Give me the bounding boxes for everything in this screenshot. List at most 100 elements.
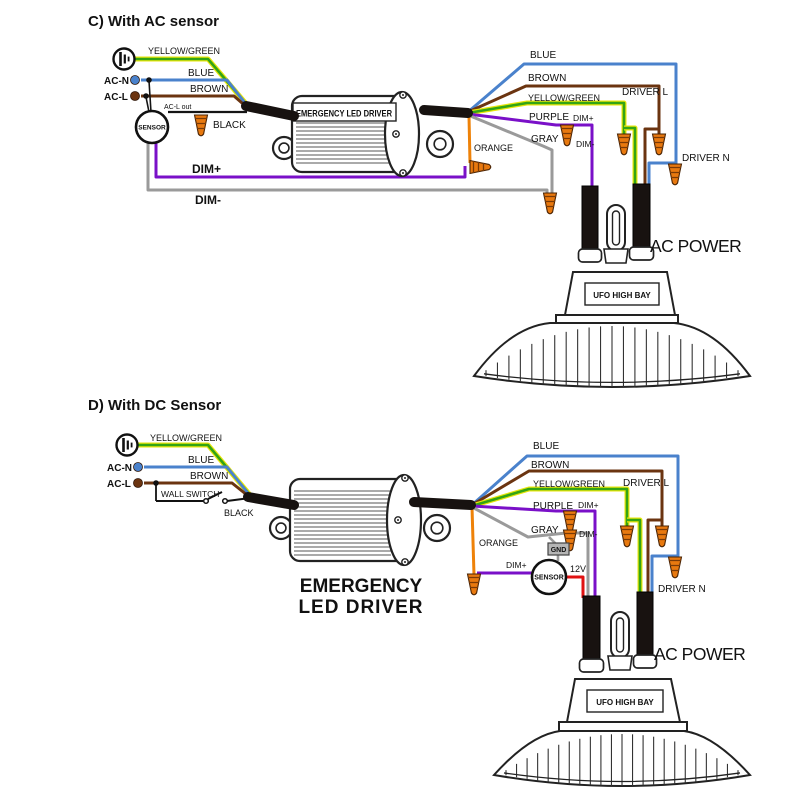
label-ac-n: AC-N (107, 463, 132, 474)
label-orange: ORANGE (474, 143, 513, 153)
wire-green-jumper (624, 125, 638, 188)
driver-cable (409, 497, 476, 510)
cable-gland (632, 654, 658, 669)
label-ac-l: AC-L (104, 92, 128, 103)
junction-dot (146, 77, 152, 83)
cable-gland (577, 248, 603, 263)
label-ac-power: AC POWER (654, 644, 745, 664)
wall-switch (155, 483, 251, 505)
diagram-with-ac-sensor: EMERGENCY LED DRIVER UFO HIGH BAY SENSOR C)… (88, 13, 752, 388)
label-yellow-green: YELLOW/GREEN (528, 93, 600, 103)
cable-gland (628, 246, 655, 261)
wire-sensor-tap-neutral (148, 80, 152, 113)
wire-nut (619, 525, 635, 548)
label-black: BLACK (224, 508, 254, 518)
label-dim-plus: DIM+ (192, 162, 221, 176)
label-blue: BLUE (188, 455, 214, 466)
label-gray: GRAY (531, 525, 559, 536)
emergency-led-driver: EMERGENCY LED DRIVER (271, 90, 455, 178)
wire-driver-gray-dim-minus (471, 505, 567, 539)
label-ac-l: AC-L (107, 479, 131, 490)
wire-input-brown (141, 94, 251, 112)
driver-end-cap (385, 473, 423, 567)
ufo-high-bay-fixture: UFO HIGH BAY (492, 591, 752, 787)
label-driver-l: DRIVER L (623, 478, 670, 489)
label-led-driver: LED DRIVER (298, 597, 423, 618)
label-driver-l: DRIVER L (622, 87, 669, 98)
driver-cable (241, 101, 299, 121)
wire-nut (466, 573, 482, 596)
terminal-dot-ac-l (130, 91, 140, 101)
wire-driver-brown (471, 469, 664, 527)
section-title-with-ac-sensor: C) With AC sensor (88, 13, 219, 30)
label-ac-power: AC POWER (650, 236, 741, 256)
label-orange: ORANGE (479, 538, 518, 548)
power-cable (632, 183, 651, 251)
wire-sensor-dim-plus (154, 143, 467, 179)
driver-cable (243, 492, 299, 510)
sensor: SENSOR (530, 558, 568, 596)
wire-nut (667, 163, 683, 186)
wire-sensor-12v (566, 575, 585, 598)
label-blue: BLUE (533, 441, 559, 452)
terminal-dot-ac-l (133, 478, 143, 488)
label-purple: PURPLE (529, 112, 569, 123)
label-purple: PURPLE (533, 501, 573, 512)
label-brown: BROWN (531, 460, 569, 471)
wire-driver-yellow-green (471, 486, 630, 527)
power-cable (636, 591, 654, 659)
emergency-led-driver (268, 473, 452, 567)
wire-nut (559, 124, 575, 147)
wire-nut (616, 133, 632, 156)
wire-nut (469, 159, 492, 175)
driver-band-label: EMERGENCY LED DRIVER (296, 109, 392, 120)
label-brown: BROWN (190, 84, 228, 95)
terminal-dot-ac-n (133, 462, 143, 472)
wire-input-yellow-green (134, 56, 250, 108)
wire-driver-blue (471, 454, 680, 593)
label-brown: BROWN (528, 73, 566, 84)
wire-nut (654, 525, 670, 548)
wire-sensor-tap-line (145, 96, 150, 113)
wire-driver-gray-dim-minus (467, 113, 554, 195)
fixture-label: UFO HIGH BAY (596, 698, 654, 707)
earth-ground-icon (115, 433, 139, 457)
junction-dot (153, 480, 159, 486)
label-dim: DIM- (576, 139, 595, 149)
gnd-terminal: GND (547, 542, 570, 556)
wire-input-blue (141, 78, 251, 109)
wire-nut (562, 510, 578, 533)
wire-nut (667, 556, 683, 579)
label-dim-plus: DIM+ (578, 500, 599, 510)
label-12v: 12V (570, 564, 586, 574)
label-blue: BLUE (530, 50, 556, 61)
wire-driver-orange (470, 506, 476, 576)
sensor-label: SENSOR (138, 125, 166, 132)
label-ac-n: AC-N (104, 76, 129, 87)
diagram-with-dc-sensor: UFO HIGH BAY GND SENSOR D) With DC SensorYE… (88, 397, 752, 787)
label-yellow-green: YELLOW/GREEN (150, 433, 222, 443)
power-cable (582, 595, 601, 663)
wire-green-jumper (627, 517, 643, 593)
wire-driver-brown (467, 84, 661, 136)
label-dim: DIM- (579, 529, 598, 539)
wire-driver-yellow-green (467, 100, 627, 136)
wire-driver-orange (467, 115, 472, 164)
wire-brown-jumper (643, 127, 659, 188)
wire-nut (542, 192, 558, 215)
label-blue: BLUE (188, 68, 214, 79)
label-brown: BROWN (190, 471, 228, 482)
label-dim-plus: DIM+ (506, 560, 527, 570)
label-emergency: EMERGENCY (300, 576, 423, 597)
sensor: SENSOR (134, 109, 170, 145)
label-black: BLACK (213, 120, 246, 131)
fixture-label: UFO HIGH BAY (593, 291, 651, 300)
gnd-label: GND (551, 547, 567, 554)
section-title-with-dc-sensor: D) With DC Sensor (88, 397, 221, 414)
ufo-high-bay-fixture: UFO HIGH BAY (472, 183, 752, 388)
label-dim: DIM- (195, 193, 221, 207)
wire-input-yellow-green (137, 442, 252, 497)
label-gray: GRAY (531, 134, 559, 145)
